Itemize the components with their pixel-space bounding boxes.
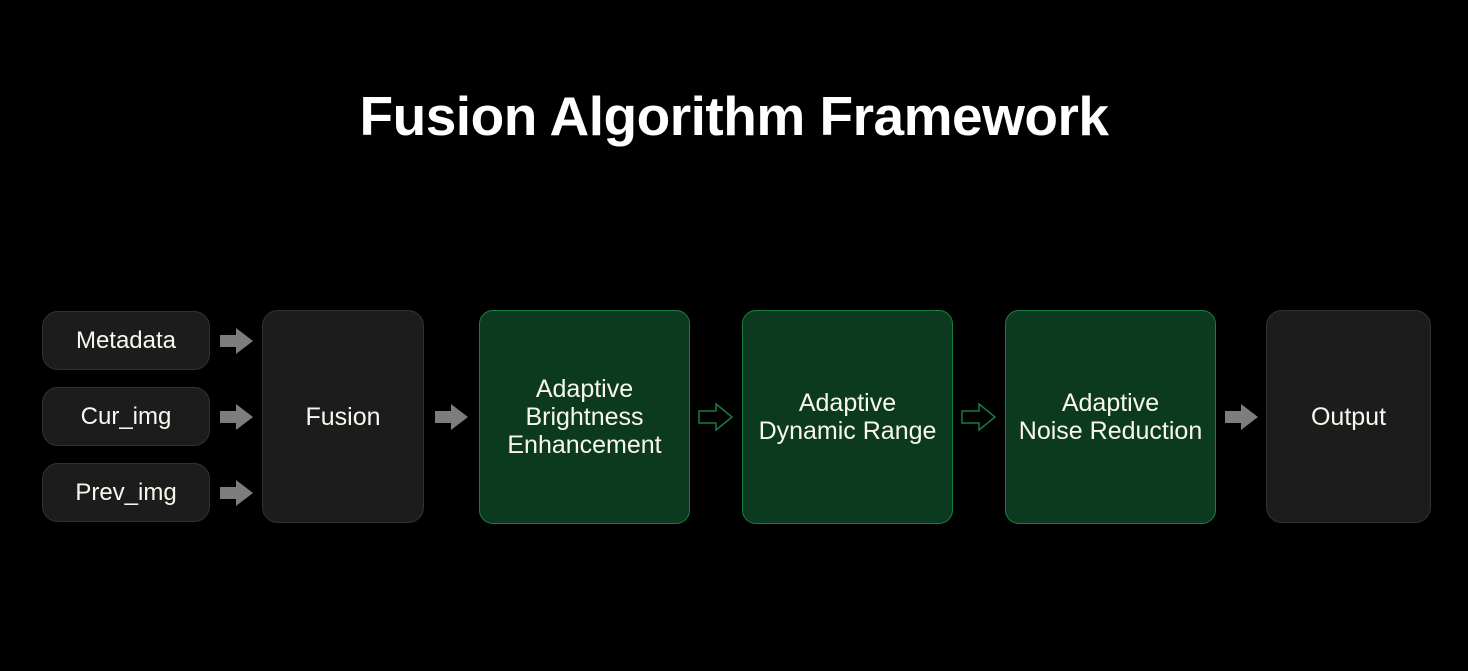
arrow-right-icon	[210, 478, 262, 508]
page-title: Fusion Algorithm Framework	[359, 85, 1109, 147]
stage-label-line: Dynamic Range	[758, 416, 937, 445]
input-chip-metadata: Metadata	[42, 311, 210, 370]
stage-label-line: Enhancement	[507, 430, 662, 459]
stage-adaptive-dynamic-range: Adaptive Dynamic Range	[742, 309, 953, 524]
output-node: Output	[1266, 310, 1431, 523]
stage-label-line: Noise Reduction	[1018, 416, 1203, 445]
input-chips-column: Metadata Cur_img Prev_img	[42, 311, 262, 522]
input-chip-prev-img: Prev_img	[42, 463, 210, 522]
fusion-node-label: Fusion	[305, 402, 381, 431]
input-chip-label: Prev_img	[75, 478, 177, 506]
stage-label-line: Adaptive	[535, 374, 634, 403]
arrow-right-icon	[424, 402, 479, 432]
arrow-right-outline-icon	[953, 401, 1005, 433]
input-row-prev-img: Prev_img	[42, 463, 262, 522]
arrow-right-outline-icon	[690, 401, 742, 433]
output-node-label: Output	[1310, 402, 1387, 431]
stage-label-line: Brightness	[525, 402, 644, 431]
input-row-metadata: Metadata	[42, 311, 262, 370]
stage-adaptive-noise-reduction: Adaptive Noise Reduction	[1005, 309, 1216, 524]
fusion-flow-diagram: Metadata Cur_img Prev_img Fusion	[42, 309, 1431, 524]
input-chip-label: Metadata	[75, 326, 177, 354]
stage-label-line: Adaptive	[798, 388, 897, 417]
stage-adaptive-brightness-enhancement: Adaptive Brightness Enhancement	[479, 309, 690, 524]
input-chip-cur-img: Cur_img	[42, 387, 210, 446]
stage-label-line: Adaptive	[1061, 388, 1160, 417]
arrow-right-icon	[210, 402, 262, 432]
input-chip-label: Cur_img	[80, 402, 172, 430]
fusion-node: Fusion	[262, 310, 424, 523]
arrow-right-icon	[1216, 402, 1266, 432]
arrow-right-icon	[210, 326, 262, 356]
input-row-cur-img: Cur_img	[42, 387, 262, 446]
